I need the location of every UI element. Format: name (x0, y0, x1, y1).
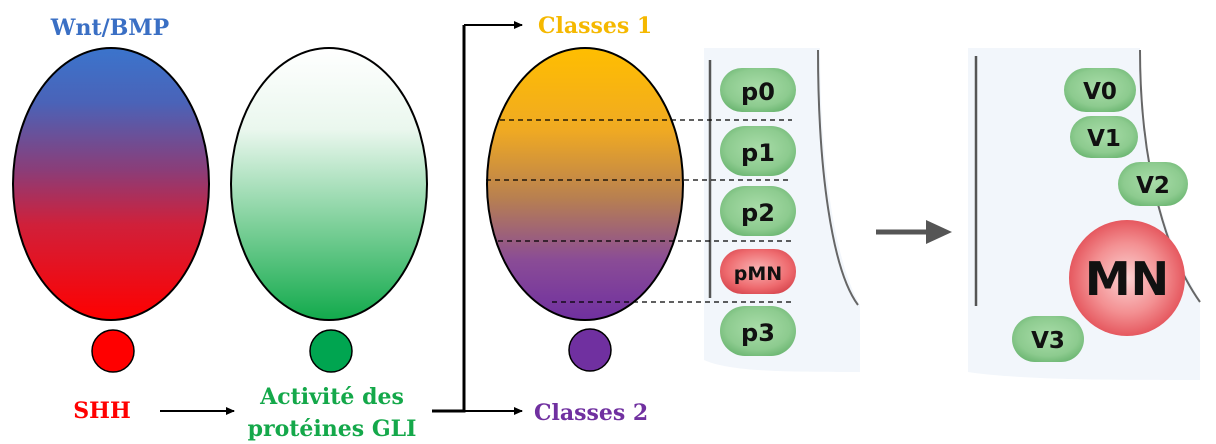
neuron-mn (1069, 220, 1185, 336)
neuron-v1 (1070, 116, 1138, 158)
neuron-v2 (1118, 162, 1188, 206)
gli-label-line1: Activité des (259, 384, 404, 410)
classes2-dot (568, 328, 612, 372)
neuron-label: V2 (1136, 173, 1170, 199)
progenitor-label: p2 (741, 199, 775, 227)
wnt-bmp-label: Wnt/BMP (50, 15, 169, 41)
classes2-label: Classes 2 (534, 400, 648, 426)
grey-arrow-icon (876, 220, 952, 244)
shh-source-dot (91, 329, 135, 373)
gli-label-line2: protéines GLI (248, 416, 417, 442)
progenitor-label: p1 (741, 139, 775, 167)
neural-tube-outline (1139, 49, 1201, 303)
shh-label: SHH (73, 398, 130, 424)
gli-activity-ellipse (230, 47, 428, 321)
classes-gradient-ellipse (486, 47, 684, 321)
progenitor-label: p3 (741, 319, 775, 347)
morphogen-gradient-ellipse (12, 47, 210, 321)
neuron-label: V3 (1031, 328, 1065, 354)
neuron-v3 (1012, 316, 1084, 362)
neuron-label: V1 (1087, 126, 1121, 152)
progenitor-p2 (720, 186, 796, 236)
progenitor-p0 (720, 68, 796, 112)
progenitor-p1 (720, 126, 796, 176)
neuron-label: MN (1085, 252, 1169, 306)
gli-source-dot (309, 329, 353, 373)
classes1-label: Classes 1 (538, 13, 652, 39)
progenitor-pmn (720, 249, 796, 294)
branch-connector (432, 25, 466, 413)
neuron-label: V0 (1083, 79, 1117, 105)
neuron-v0 (1064, 68, 1136, 112)
progenitor-p3 (720, 306, 796, 356)
progenitor-label: pMN (734, 263, 782, 285)
progenitor-label: p0 (741, 78, 775, 106)
neural-tube-outline (817, 49, 859, 306)
